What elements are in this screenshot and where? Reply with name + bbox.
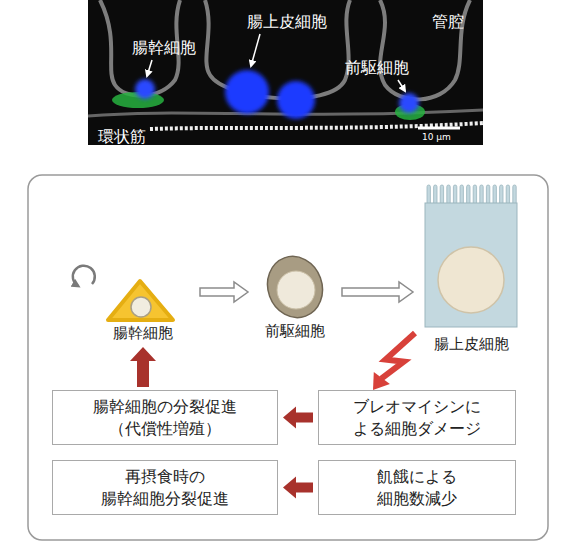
cell-label: 前駆細胞 [250,322,340,340]
bolt-head [373,372,390,390]
bolt-zigzag [381,333,415,379]
hollow-arrow [342,282,413,302]
blue-nucleus [135,79,155,99]
hollow-arrow-shape [342,282,413,302]
hollow-arrow [200,282,248,302]
red-arrow-shape [283,477,313,499]
damage-bolt [373,333,415,390]
cell-node: 腸幹細胞 [88,272,198,344]
cell-node: 前駆細胞 [250,250,340,342]
leader-arrow [251,34,260,66]
micrograph-label: 腸幹細胞 [132,38,196,58]
process-box: ブレオマイシンに よる細胞ダメージ [318,390,516,445]
micrograph-label: 管腔 [432,12,464,32]
cell-node: 腸上皮細胞 [415,183,527,355]
epithelial-cell-shape [415,183,527,355]
red-arrow [283,477,313,499]
micrograph-label: 腸上皮細胞 [247,12,327,32]
red-arrow-shape [283,407,313,429]
cell-nucleus [131,297,151,317]
cell-label: 腸幹細胞 [88,324,198,342]
process-box: 飢餓による 細胞数減少 [318,460,516,515]
box-text: ブレオマイシンに よる細胞ダメージ [332,396,502,440]
box-text: 飢餓による 細胞数減少 [342,466,492,510]
crypt-outline [380,0,470,99]
stem-cell-body [108,281,173,320]
epithelial-body [425,203,517,327]
blue-nucleus [399,93,419,113]
micrograph-label: 10 µm [422,132,451,143]
red-arrow [283,407,313,429]
cell-label: 腸上皮細胞 [415,335,527,353]
blue-nucleus [225,70,269,114]
box-text: 再摂食時の 腸幹細胞分裂促進 [65,466,265,510]
progenitor-body [259,249,331,326]
self-renewal-arrow [73,266,95,286]
hollow-arrow-shape [200,282,248,302]
red-arrow [130,347,156,387]
box-text: 腸幹細胞の分裂促進 （代償性増殖） [65,396,265,440]
process-box: 腸幹細胞の分裂促進 （代償性増殖） [52,390,278,445]
blue-nucleus [277,81,315,119]
leader-arrow [147,60,152,76]
cell-nucleus [438,247,504,313]
micrograph-label: 環状筋 [98,127,146,147]
circular-muscle [150,123,483,129]
red-arrow-shape [130,347,156,387]
cell-nucleus [277,271,315,309]
process-box: 再摂食時の 腸幹細胞分裂促進 [52,460,278,515]
scale-bar [418,127,460,130]
leader-arrow [398,80,405,91]
micrograph-background [88,0,483,145]
summary-frame [28,175,548,540]
micrograph-label: 前駆細胞 [345,58,409,78]
